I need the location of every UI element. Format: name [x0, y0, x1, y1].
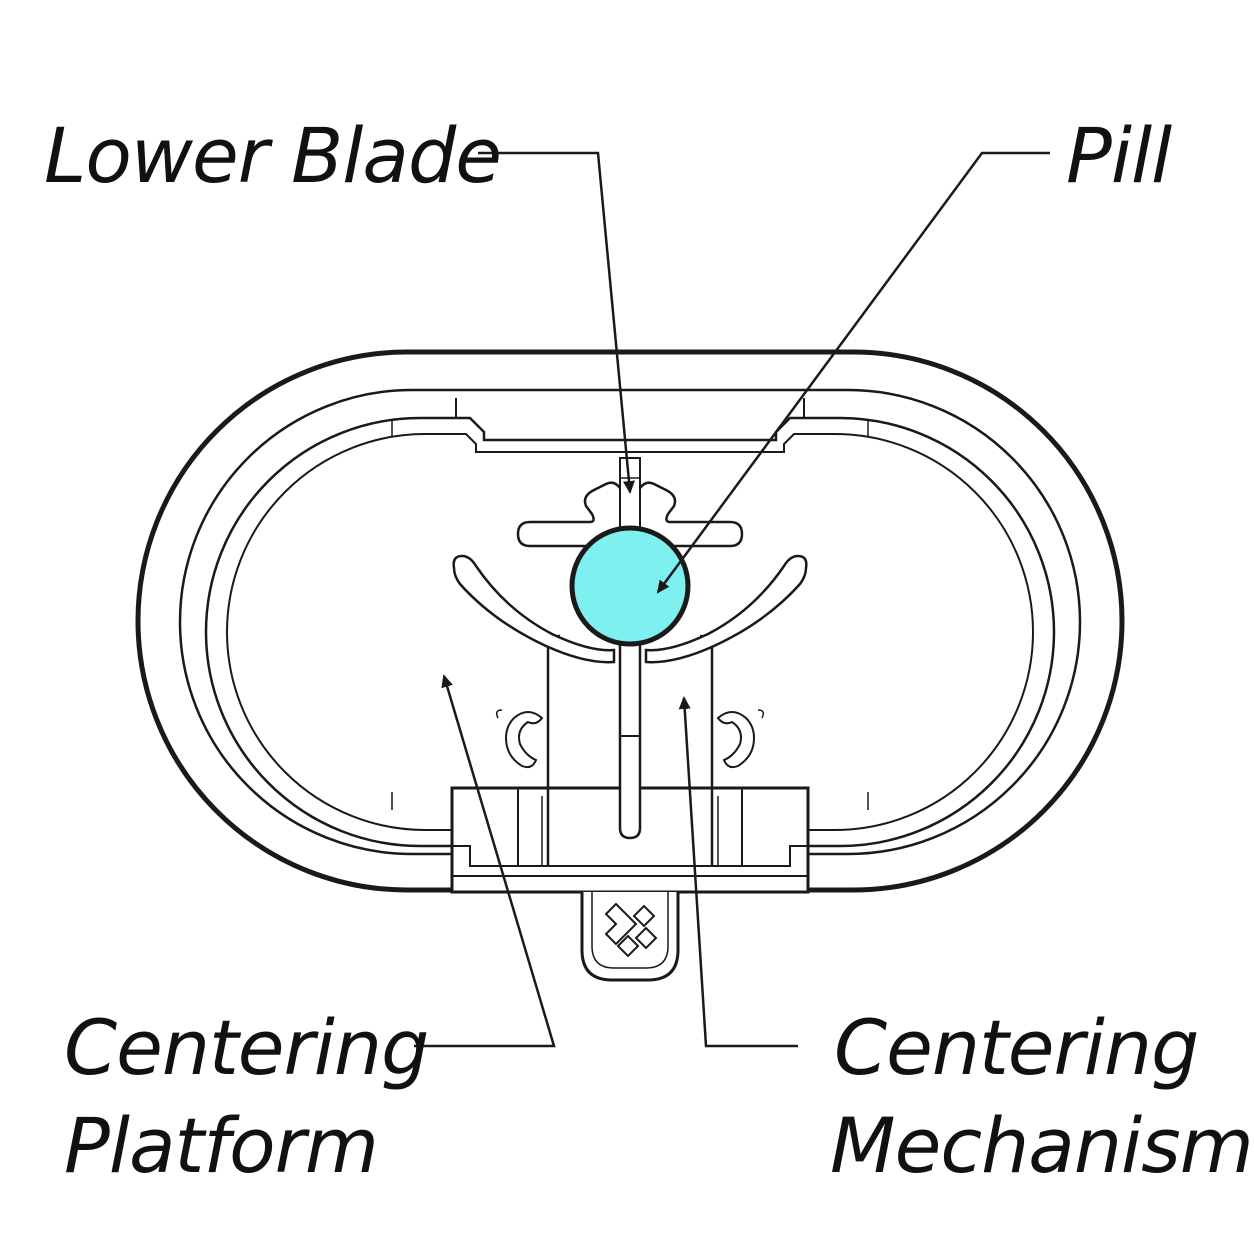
lower-blade: [618, 457, 642, 840]
left-clip: [495, 709, 544, 769]
label-centering-platform-line1: Centering: [64, 1003, 429, 1092]
leader-centering-mechanism: [678, 696, 798, 1048]
chevron-diamond-logo-icon: [604, 902, 658, 958]
label-pill: Pill: [1066, 111, 1172, 200]
pill: [569, 525, 691, 647]
label-centering-platform-line2: Platform: [64, 1101, 379, 1190]
bottom-tab: [580, 892, 680, 982]
right-clip: [716, 709, 765, 769]
inner-tray: [204, 398, 1056, 848]
leader-lower-blade: [478, 151, 635, 494]
label-centering-mechanism-line1: Centering: [834, 1003, 1199, 1092]
leader-centering-platform: [414, 674, 556, 1048]
leader-pill: [656, 151, 1050, 594]
label-lower-blade: Lower Blade: [44, 111, 502, 200]
hinge-block: [450, 786, 810, 894]
label-centering-mechanism-line2: Mechanism: [830, 1101, 1254, 1190]
